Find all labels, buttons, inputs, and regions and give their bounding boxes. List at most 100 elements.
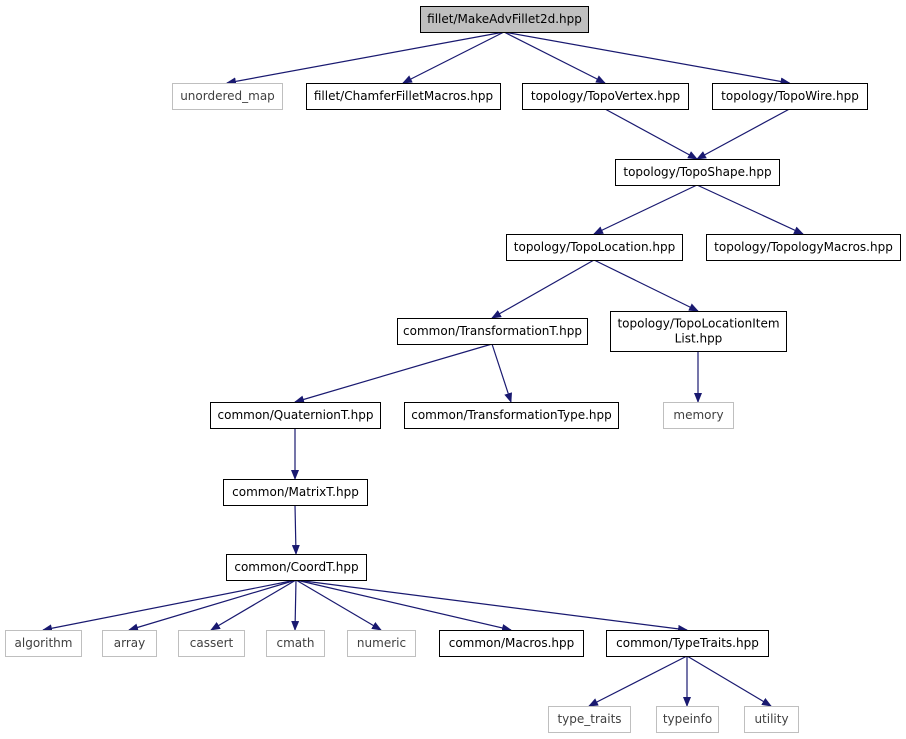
node-toposhape[interactable]: topology/TopoShape.hpp (615, 159, 780, 186)
node-label: cassert (190, 636, 234, 650)
node-topolocation[interactable]: topology/TopoLocation.hpp (506, 234, 683, 261)
edge-coordt-to-macros (295, 579, 512, 632)
node-label: cmath (277, 636, 315, 650)
edge-matrixt-to-coordt (291, 504, 300, 555)
node-label: memory (673, 408, 723, 422)
node-box (404, 402, 619, 429)
edge-typetraits-to-type_traits (588, 655, 688, 707)
node-label: common/TransformationT.hpp (403, 324, 582, 338)
node-label: unordered_map (180, 89, 275, 103)
node-box (178, 630, 245, 657)
node-topologymacros[interactable]: topology/TopologyMacros.hpp (706, 234, 901, 261)
node-label: fillet/MakeAdvFillet2d.hpp (427, 12, 582, 26)
edges-layer (42, 31, 804, 707)
nodes-layer: fillet/MakeAdvFillet2d.hpp unordered_map f… (5, 6, 901, 733)
node-box (744, 706, 799, 733)
node-cmath: cmath (266, 630, 325, 657)
node-box (548, 706, 631, 733)
node-memory: memory (663, 402, 734, 429)
edge-makeadvfillet2d-to-chamferfilletmacros (402, 31, 505, 84)
node-makeadvfillet2d[interactable]: fillet/MakeAdvFillet2d.hpp (420, 6, 589, 33)
node-typeinfo: typeinfo (656, 706, 719, 733)
node-coordt[interactable]: common/CoordT.hpp (226, 554, 367, 581)
node-box (397, 318, 588, 345)
node-box (347, 630, 416, 657)
node-box (656, 706, 719, 733)
node-box (606, 630, 769, 657)
edge-coordt-to-numeric (295, 579, 382, 631)
node-array: array (102, 630, 157, 657)
node-cassert: cassert (178, 630, 245, 657)
node-box (615, 159, 780, 186)
edge-makeadvfillet2d-to-topovertex (503, 31, 606, 84)
node-label: topology/TopoVertex.hpp (531, 89, 680, 103)
node-label: common/TypeTraits.hpp (616, 636, 759, 650)
node-label: common/MatrixT.hpp (232, 485, 359, 499)
node-box (223, 479, 368, 506)
node-numeric: numeric (347, 630, 416, 657)
node-label: fillet/ChamferFilletMacros.hpp (314, 89, 493, 103)
node-box (610, 311, 787, 352)
node-transformationtype[interactable]: common/TransformationType.hpp (404, 402, 619, 429)
edge-coordt-to-cmath (291, 579, 300, 631)
node-box (712, 83, 868, 110)
node-box (663, 402, 734, 429)
node-box (306, 83, 501, 110)
node-unordered_map: unordered_map (172, 83, 283, 110)
node-label: type_traits (557, 712, 621, 726)
edge-topolocation-to-transformationt (491, 259, 595, 319)
edge-toposhape-to-topolocation (593, 184, 698, 235)
node-box (210, 402, 381, 429)
node-label: numeric (357, 636, 406, 650)
node-box (102, 630, 157, 657)
node-utility: utility (744, 706, 799, 733)
node-label: topology/TopoWire.hpp (721, 89, 859, 103)
edge-coordt-to-algorithm (42, 579, 297, 633)
node-box (420, 6, 589, 33)
edge-toposhape-to-topologymacros (696, 184, 804, 235)
node-matrixt[interactable]: common/MatrixT.hpp (223, 479, 368, 506)
node-label: common/CoordT.hpp (234, 560, 358, 574)
edge-topovertex-to-toposhape (604, 108, 698, 160)
edge-coordt-to-typetraits (295, 579, 688, 633)
node-label: typeinfo (663, 712, 712, 726)
node-topovertex[interactable]: topology/TopoVertex.hpp (522, 83, 689, 110)
node-chamferfilletmacros[interactable]: fillet/ChamferFilletMacros.hpp (306, 83, 501, 110)
edge-topowire-to-toposhape (696, 108, 790, 160)
node-label: topology/TopoLocationItem (617, 317, 779, 331)
node-box (522, 83, 689, 110)
node-box (172, 83, 283, 110)
node-box (706, 234, 901, 261)
node-macros[interactable]: common/Macros.hpp (439, 630, 584, 657)
node-typetraits[interactable]: common/TypeTraits.hpp (606, 630, 769, 657)
node-label: array (114, 636, 145, 650)
edge-transformationt-to-transformationtype (491, 343, 512, 403)
node-box (226, 554, 367, 581)
node-label: utility (754, 712, 788, 726)
node-type_traits: type_traits (548, 706, 631, 733)
node-transformationt[interactable]: common/TransformationT.hpp (397, 318, 588, 345)
node-label: List.hpp (675, 332, 723, 346)
node-box (266, 630, 325, 657)
node-label: common/QuaternionT.hpp (218, 408, 374, 422)
node-quaterniont[interactable]: common/QuaternionT.hpp (210, 402, 381, 429)
edge-makeadvfillet2d-to-topowire (503, 31, 791, 86)
edge-coordt-to-array (128, 579, 297, 632)
node-algorithm: algorithm (5, 630, 82, 657)
edge-topolocation-to-topolocationitemlist (593, 259, 699, 312)
node-topowire[interactable]: topology/TopoWire.hpp (712, 83, 868, 110)
node-label: topology/TopologyMacros.hpp (714, 240, 893, 254)
node-box (506, 234, 683, 261)
node-label: common/TransformationType.hpp (411, 408, 612, 422)
edge-transformationt-to-quaterniont (294, 343, 493, 404)
node-label: topology/TopoLocation.hpp (514, 240, 675, 254)
edge-makeadvfillet2d-to-unordered_map (226, 31, 505, 86)
edge-typetraits-to-utility (686, 655, 772, 707)
node-box (5, 630, 82, 657)
node-box (439, 630, 584, 657)
edge-coordt-to-cassert (210, 579, 297, 631)
node-label: common/Macros.hpp (449, 636, 575, 650)
node-label: topology/TopoShape.hpp (623, 165, 771, 179)
